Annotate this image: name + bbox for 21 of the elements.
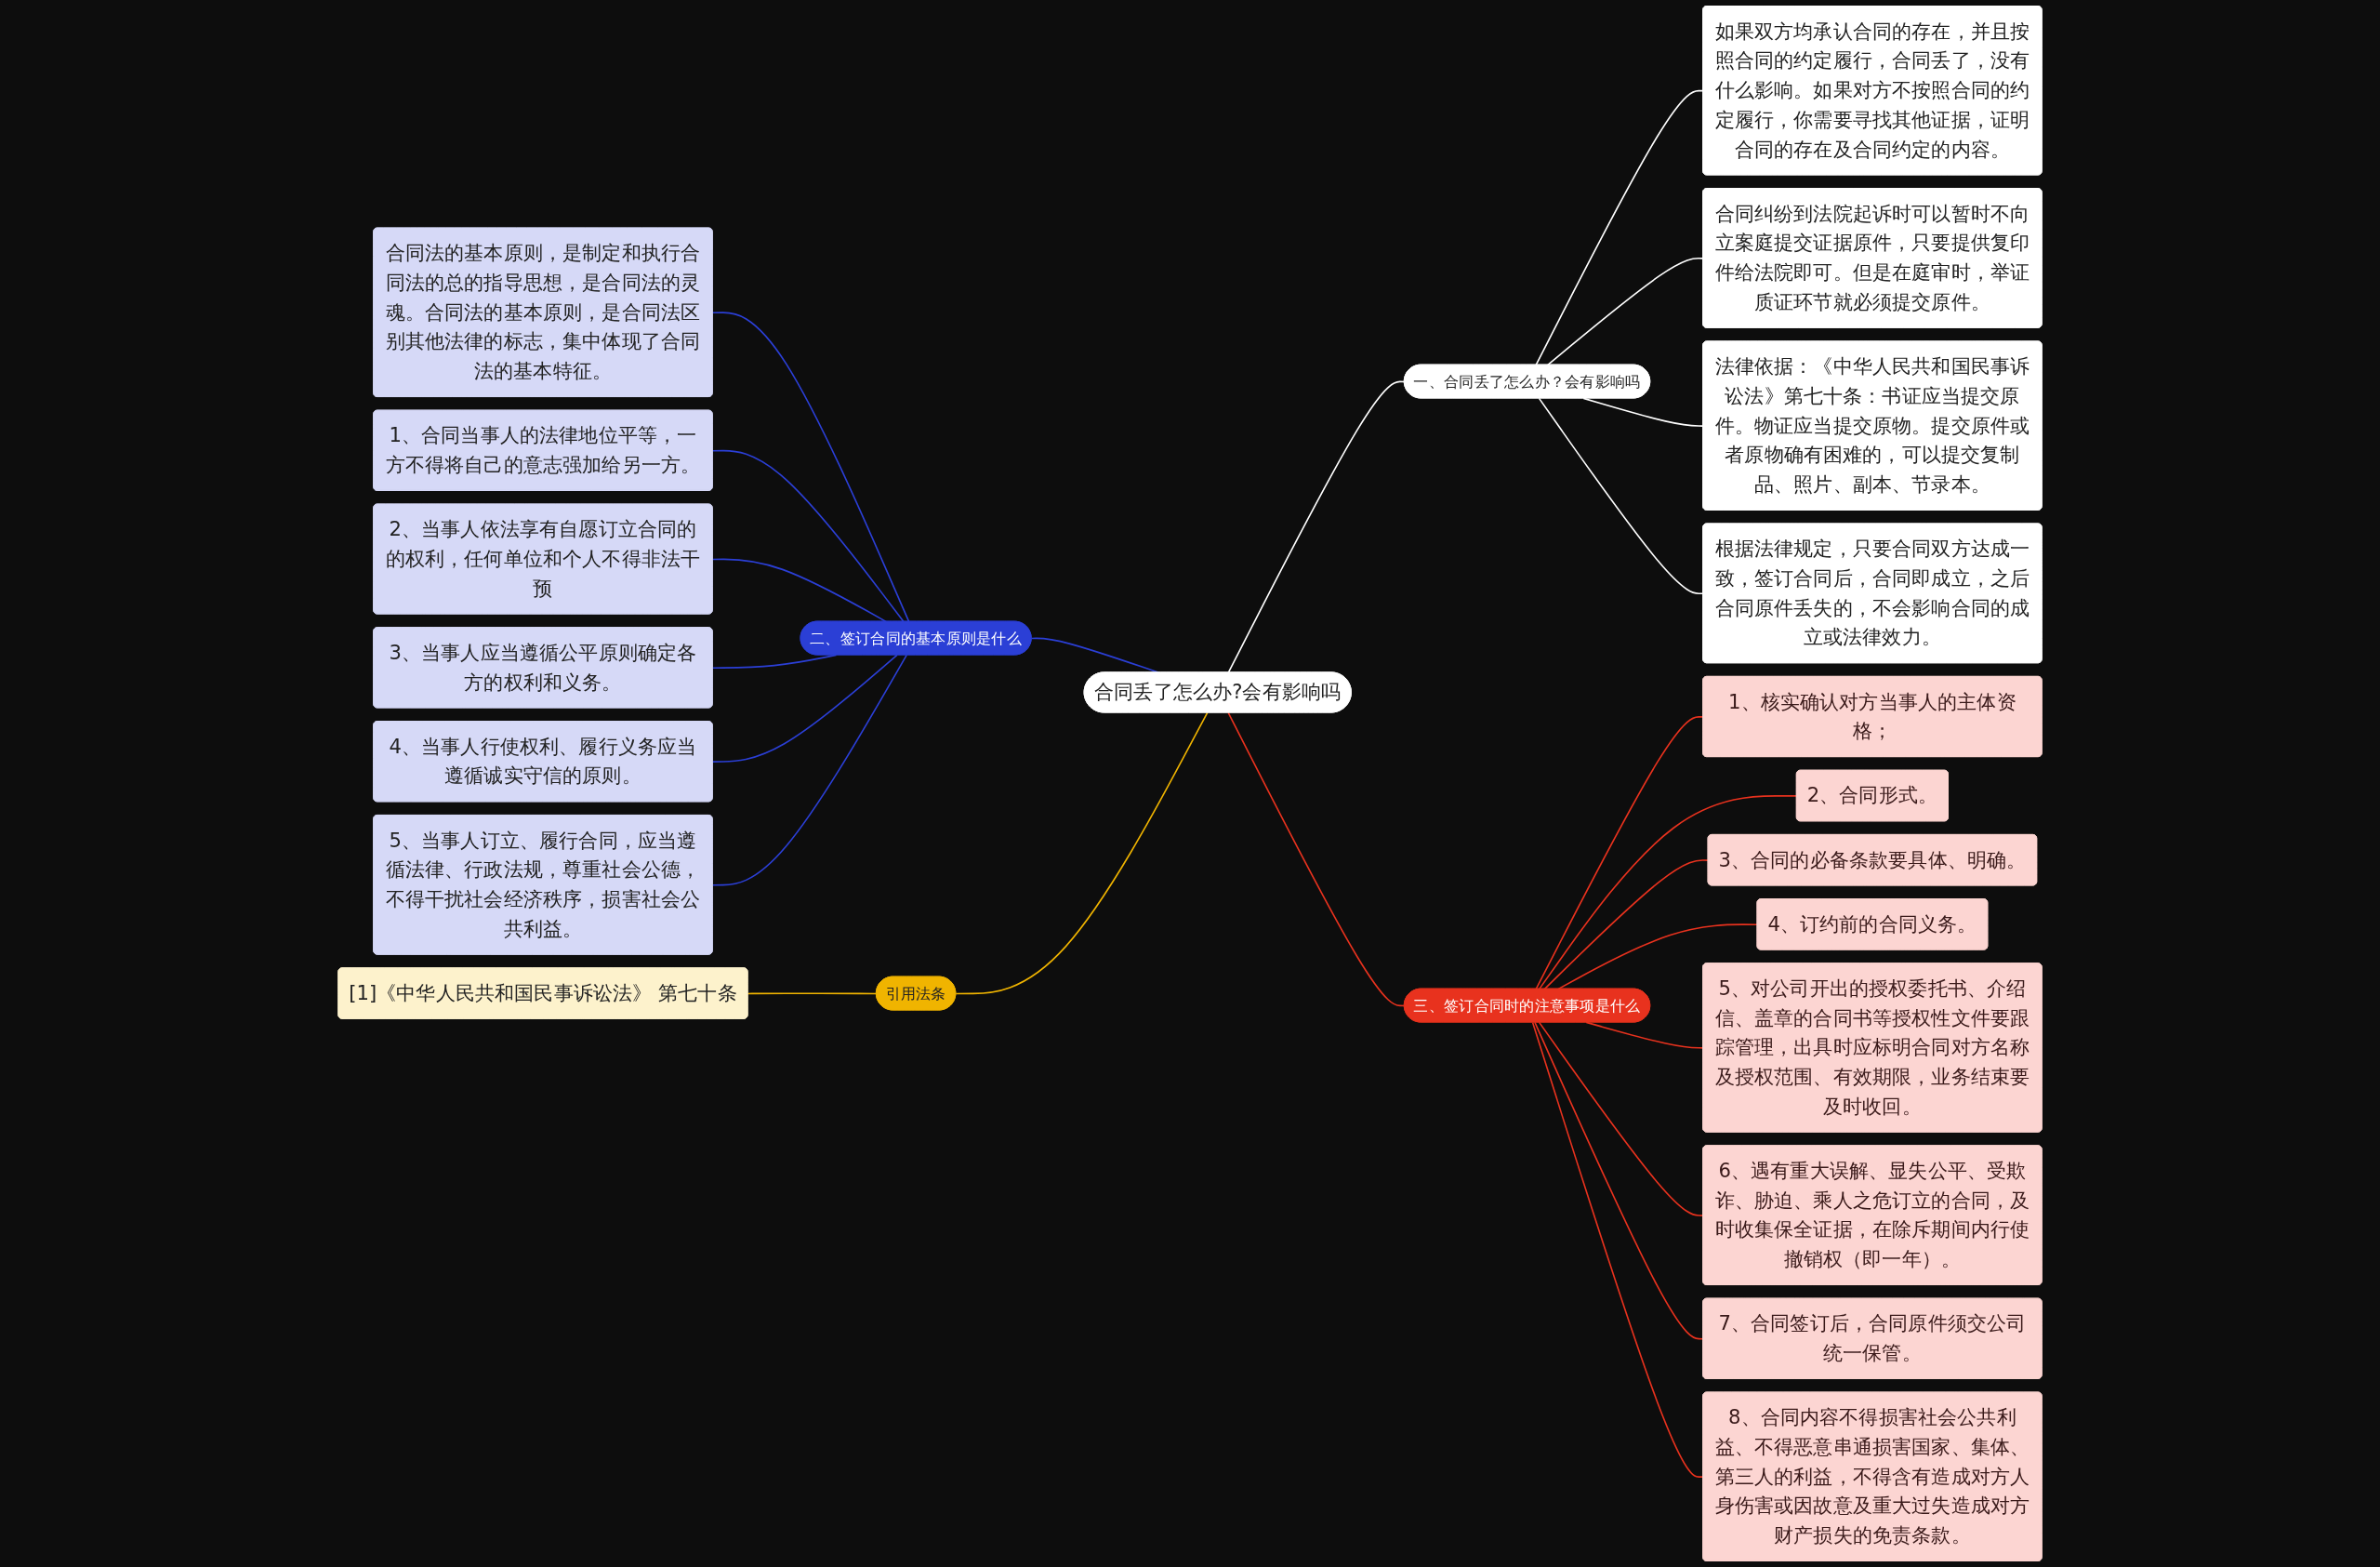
- connector: [1557, 923, 1759, 990]
- connector: [711, 654, 908, 886]
- connector: [955, 711, 1209, 995]
- connector: [711, 312, 910, 623]
- connector: [1543, 859, 1710, 990]
- connector: [711, 654, 838, 670]
- connector: [1582, 397, 1704, 427]
- connector: [711, 449, 905, 623]
- connector: [711, 558, 888, 623]
- connector: [747, 992, 878, 995]
- connector: [1534, 1021, 1704, 1340]
- connector: [1538, 397, 1704, 595]
- connector: [1535, 716, 1704, 990]
- connector: [1546, 257, 1704, 366]
- connector: [1531, 1021, 1704, 1478]
- connector: [1535, 89, 1704, 366]
- connector: [1227, 711, 1406, 1007]
- connector: [1538, 795, 1798, 990]
- connector: [1538, 1021, 1704, 1216]
- connector: [1585, 1021, 1704, 1049]
- connector: [711, 654, 898, 763]
